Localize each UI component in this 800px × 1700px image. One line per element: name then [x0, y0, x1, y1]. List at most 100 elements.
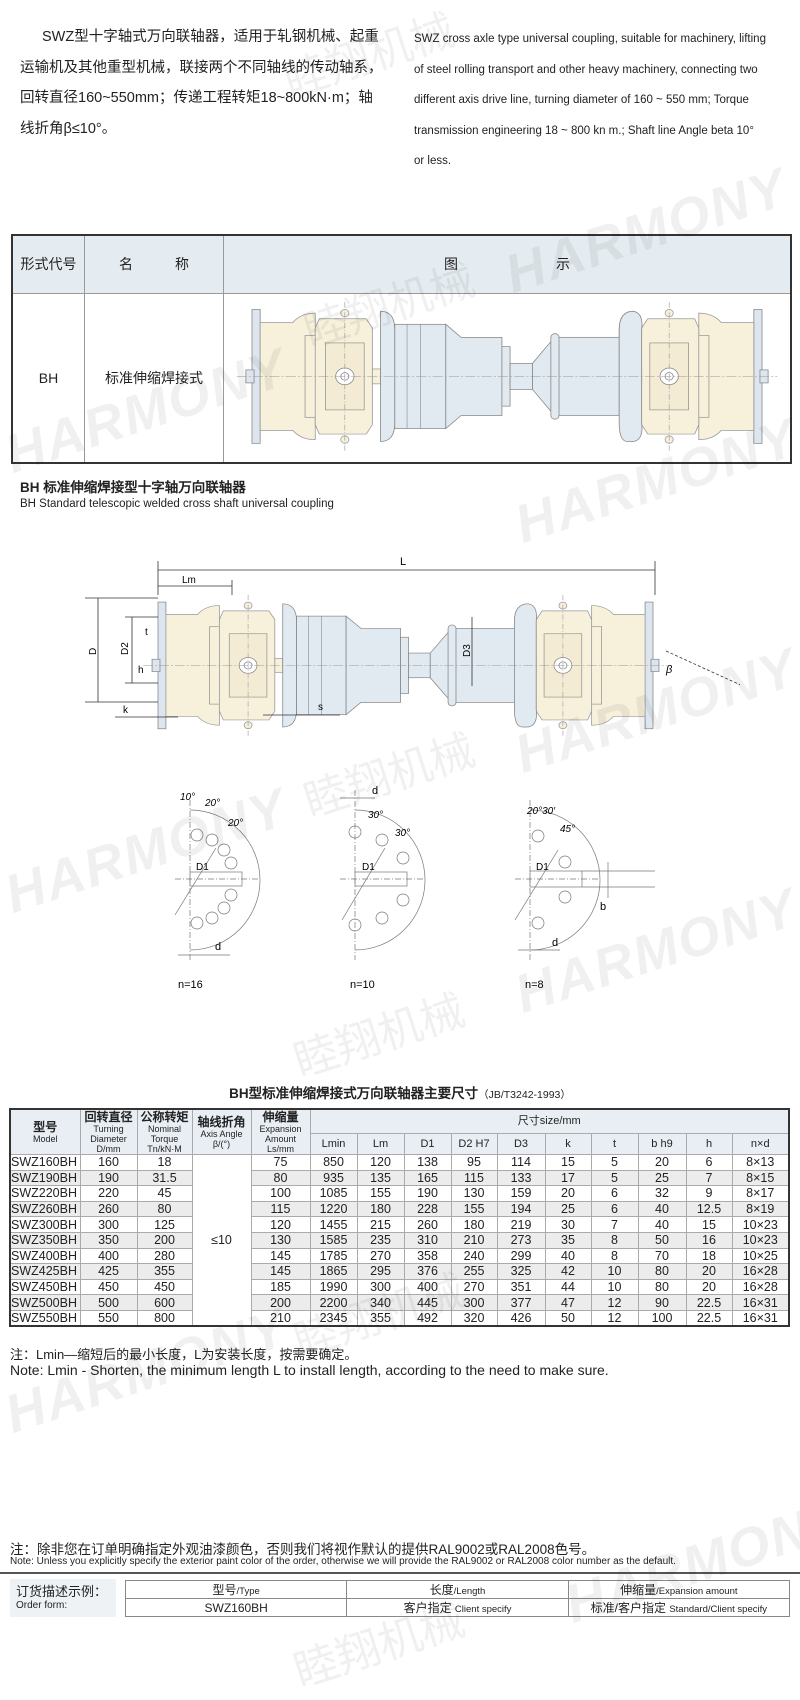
col-size-group: 尺寸size/mm — [309, 1108, 790, 1134]
value-cell: 190 — [79, 1169, 138, 1187]
value-cell: 90 — [637, 1294, 687, 1311]
value-cell: 260 — [79, 1200, 138, 1218]
value-cell: 125 — [136, 1216, 193, 1233]
value-cell: 1220 — [309, 1200, 358, 1218]
value-cell: 16×28 — [731, 1278, 790, 1296]
value-cell: 50 — [637, 1231, 687, 1249]
value-cell: 12 — [590, 1294, 639, 1311]
value-cell: 500 — [79, 1294, 138, 1311]
value-cell: 185 — [250, 1278, 311, 1296]
dims-note-en: Note: Lmin - Shorten, the minimum length… — [10, 1362, 609, 1378]
label-D1: D1 — [362, 862, 375, 873]
value-cell: 6 — [590, 1185, 639, 1202]
value-cell: 35 — [544, 1231, 592, 1249]
value-cell: 6 — [590, 1200, 639, 1218]
value-cell: 2345 — [309, 1309, 358, 1327]
value-cell: 30 — [544, 1216, 592, 1233]
value-cell: 299 — [496, 1247, 546, 1265]
type-figure — [223, 293, 792, 463]
value-cell: 7 — [685, 1169, 733, 1187]
model-cell: SWZ400BH — [9, 1247, 81, 1265]
order-header-length: 长度/Length — [346, 1580, 569, 1599]
paint-note-zh: 注：除非您在订单明确指定外观油漆颜色，否则我们将视作默认的提供RAL9002或R… — [10, 1542, 596, 1557]
header-code: 形式代号 — [12, 235, 85, 294]
value-cell: 10×25 — [731, 1247, 790, 1265]
angle-label: 30° — [368, 810, 383, 821]
type-name: 标准伸缩焊接式 — [84, 293, 225, 463]
label-D1: D1 — [196, 862, 209, 873]
value-cell: 7 — [590, 1216, 639, 1233]
label-D1: D1 — [536, 862, 549, 873]
value-cell: 45 — [136, 1185, 193, 1202]
value-cell: 219 — [496, 1216, 546, 1233]
value-cell: 358 — [403, 1247, 452, 1265]
value-cell: 15 — [685, 1216, 733, 1233]
col-size-1: Lm — [356, 1132, 405, 1156]
label-d: d — [552, 937, 558, 949]
model-cell: SWZ550BH — [9, 1309, 81, 1327]
value-cell: 42 — [544, 1263, 592, 1280]
value-cell: 16×31 — [731, 1294, 790, 1311]
header-name: 名 称 — [84, 235, 225, 294]
label-h: h — [138, 665, 144, 676]
value-cell: 40 — [637, 1216, 687, 1233]
value-cell: 8 — [590, 1231, 639, 1249]
value-cell: 16×28 — [731, 1263, 790, 1280]
value-cell: 80 — [637, 1263, 687, 1280]
value-cell: 120 — [356, 1154, 405, 1171]
label-beta: β — [665, 664, 673, 676]
value-cell: 320 — [450, 1309, 498, 1327]
value-cell: 40 — [637, 1200, 687, 1218]
value-cell: 80 — [136, 1200, 193, 1218]
value-cell: 190 — [403, 1185, 452, 1202]
label-D3: D3 — [462, 644, 473, 657]
model-cell: SWZ300BH — [9, 1216, 81, 1233]
value-cell: 100 — [637, 1309, 687, 1327]
value-cell: 180 — [450, 1216, 498, 1233]
model-cell: SWZ500BH — [9, 1294, 81, 1311]
value-cell: 180 — [356, 1200, 405, 1218]
intro-zh-line: 运输机及其他重型机械，联接两个不同轴线的传动轴系， — [20, 59, 383, 76]
order-header-type: 型号/Type — [124, 1580, 348, 1599]
value-cell: 10 — [590, 1263, 639, 1280]
intro-en-line: SWZ cross axle type universal coupling, … — [414, 33, 766, 45]
order-header-expansion: 伸缩量/Expansion amount — [567, 1580, 791, 1599]
value-cell: 300 — [79, 1216, 138, 1233]
order-label-zh: 订货描述示例： — [16, 1584, 108, 1599]
value-cell: 228 — [403, 1200, 452, 1218]
intro-en-line: of steel rolling transport and other hea… — [414, 63, 758, 76]
value-cell: 114 — [496, 1154, 546, 1171]
col-size-5: k — [544, 1132, 592, 1156]
value-cell: 8×19 — [731, 1200, 790, 1218]
angle-label: 45° — [560, 824, 575, 835]
intro-zh: SWZ型十字轴式万向联轴器，适用于轧钢机械、起重 运输机及其他重型机械，联接两个… — [20, 22, 390, 144]
value-cell: 280 — [136, 1247, 193, 1265]
value-cell: 145 — [250, 1263, 311, 1280]
value-cell: 18 — [136, 1154, 193, 1171]
value-cell: 20 — [685, 1278, 733, 1296]
label-D: D — [88, 648, 99, 655]
col-size-3: D2 H7 — [450, 1132, 498, 1156]
value-cell: 20 — [637, 1154, 687, 1171]
value-cell: 8×17 — [731, 1185, 790, 1202]
value-cell: 25 — [637, 1169, 687, 1187]
label-Lm: Lm — [182, 575, 196, 586]
value-cell: 44 — [544, 1278, 592, 1296]
value-cell: 850 — [309, 1154, 358, 1171]
value-cell: 376 — [403, 1263, 452, 1280]
value-cell: 400 — [403, 1278, 452, 1296]
value-cell: 270 — [356, 1247, 405, 1265]
value-cell: 47 — [544, 1294, 592, 1311]
order-value-expansion: 标准/客户指定 Standard/Client specify — [567, 1598, 791, 1617]
value-cell: 115 — [250, 1200, 311, 1218]
value-cell: 200 — [250, 1294, 311, 1311]
col-size-6: t — [590, 1132, 639, 1156]
value-cell: 165 — [403, 1169, 452, 1187]
